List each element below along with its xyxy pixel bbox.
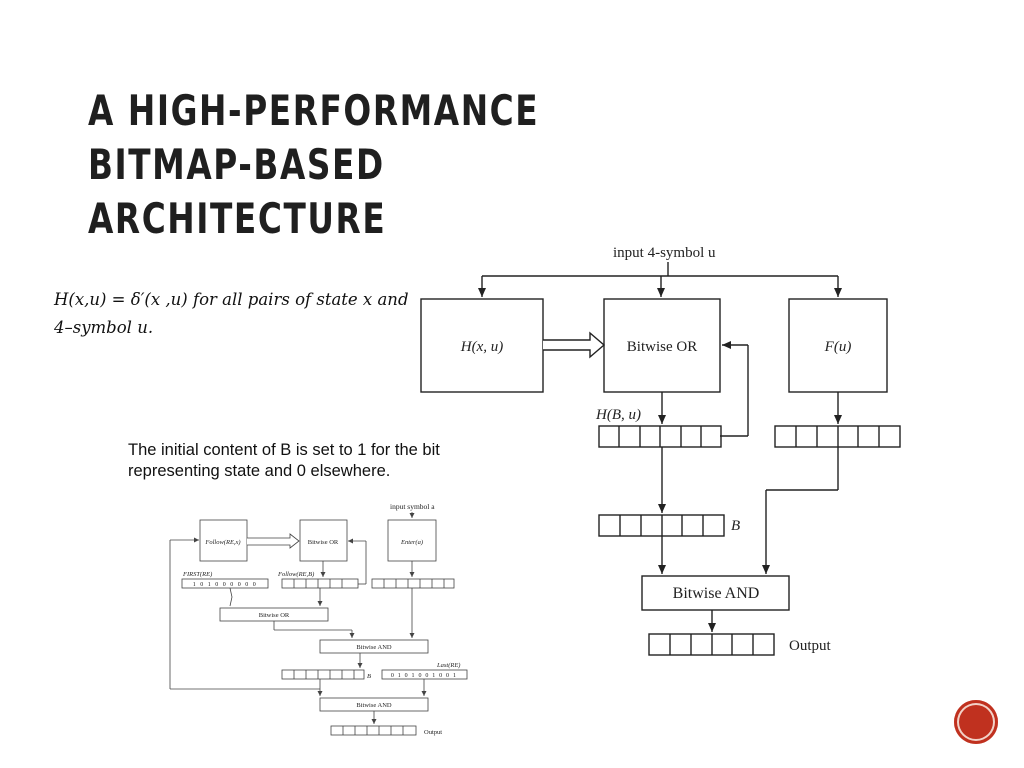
big-input-label: input 4-symbol u	[613, 245, 716, 261]
small-followb-label: Follow(RE,B)	[277, 571, 314, 578]
big-and-label: Bitwise AND	[673, 585, 760, 602]
top-rule	[0, 0, 1024, 6]
small-and-label: Bitwise AND	[356, 644, 392, 651]
small-output-label: Output	[424, 729, 442, 736]
big-register-b	[598, 514, 725, 537]
slide-title: A High-Performance Bitmap-Based Architec…	[88, 86, 540, 243]
big-b-label: B	[731, 518, 740, 534]
big-and-box	[641, 575, 790, 611]
big-diagram: input 4-symbol u H(x, u) Bitwise OR F(u)…	[420, 245, 901, 656]
big-h-label: H(x, u)	[460, 339, 503, 355]
small-first-bits: 1 0 1 0 0 0 0 0 0	[193, 582, 258, 588]
big-hbu-label: H(B, u)	[595, 407, 641, 423]
small-last-label: Last(RE)	[436, 662, 460, 669]
small-enter-register	[371, 578, 455, 589]
small-and-box	[319, 639, 429, 654]
small-enter-label: Enter(a)	[400, 539, 423, 546]
small-first-label: FIRST(RE)	[182, 571, 212, 578]
small-or-label: Bitwise OR	[308, 539, 339, 546]
note-text: The initial content of B is set to 1 for…	[128, 441, 440, 480]
small-or2-label: Bitwise OR	[259, 612, 290, 619]
small-and2-label: Bitwise AND	[356, 702, 392, 709]
small-first-register	[181, 578, 269, 589]
big-or-label: Bitwise OR	[627, 339, 697, 355]
circle-nav-icon[interactable]	[954, 700, 998, 744]
small-b-label: B	[367, 673, 371, 680]
small-last-register	[381, 669, 468, 680]
big-output-label: Output	[789, 638, 832, 654]
big-register-output	[648, 633, 775, 656]
small-input-label: input symbol a	[390, 502, 435, 511]
small-b-register	[281, 669, 365, 680]
small-diagram: input symbol a Follow(RE,x) Bitwise OR E…	[169, 502, 468, 736]
small-last-bits: 0 1 0 1 0 0 1 0 0 1	[391, 673, 457, 679]
big-f-label: F(u)	[824, 339, 852, 355]
big-register-hbu	[598, 425, 722, 448]
big-register-f	[774, 425, 901, 448]
small-or-box	[299, 519, 348, 562]
small-output-register	[330, 725, 417, 736]
formula-text: H(x,u) = δ′(x ,u) for all pairs of state…	[54, 290, 409, 337]
small-followb-register	[281, 578, 359, 589]
small-follow-label: Follow(RE,x)	[204, 539, 240, 546]
